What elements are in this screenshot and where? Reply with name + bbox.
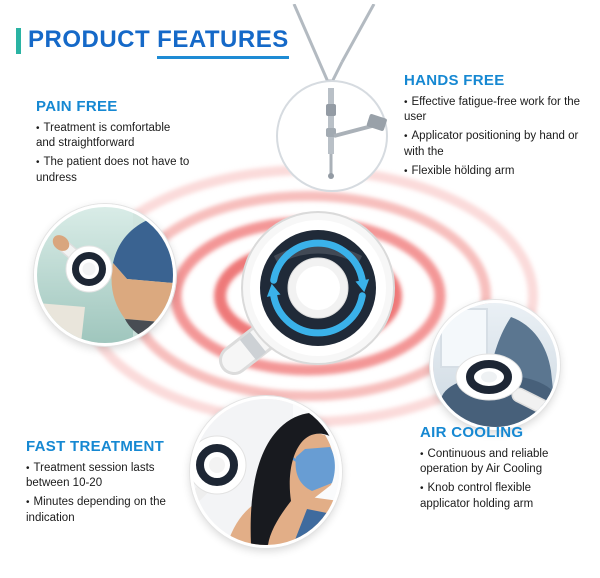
bullet-marker: • [26,497,30,509]
pain-free-heading: PAIN FREE [36,98,118,115]
feature-pain-free: PAIN FREE •Treatment is comfortable and … [36,98,190,190]
air-cooling-bullet-1: •Continuous and reliable operation by Ai… [420,447,576,477]
bullet-marker: • [26,463,30,474]
title-accent-bar [16,28,21,54]
hands-free-bullet-3: •Flexible hölding arm [404,164,584,179]
hands-free-heading: HANDS FREE [404,72,505,89]
photo-shoulder-treatment [190,396,342,548]
bullet-marker: • [404,97,408,108]
fast-treatment-heading: FAST TREATMENT [26,438,165,455]
chair-scene [433,303,557,427]
bullet-text: Effective fatigue-free work for the user [404,96,581,124]
bullet-text: The patient does not have to undress [36,156,190,184]
pain-free-bullet-1: •Treatment is comfortable and straightfo… [36,121,190,151]
air-cooling-bullet-2: •Knob control flexible applicator holdin… [420,481,576,511]
bullet-marker: • [420,449,424,460]
bullet-marker: • [404,165,408,177]
ring-applicator-graphic [219,211,395,375]
feature-hands-free: HANDS FREE •Effective fatigue-free work … [404,72,584,183]
title-word-product: PRODUCT [28,26,151,53]
bullet-text: Treatment session lasts between 10-20 [26,462,155,490]
bullet-text: Continuous and reliable operation by Air… [420,448,549,476]
back-treatment-scene [37,207,173,343]
title-word-features: FEATURES [157,26,289,59]
page-title: PRODUCT FEATURES [16,26,289,59]
bullet-text: Knob control flexible applicator holding… [420,482,534,510]
bullet-marker: • [36,123,40,134]
photo-back-treatment [34,204,176,346]
bullet-marker: • [36,157,40,169]
hands-free-bullet-1: •Effective fatigue-free work for the use… [404,95,584,125]
fast-treatment-bullet-1: •Treatment session lasts between 10-20 [26,461,176,491]
feature-air-cooling: AIR COOLING •Continuous and reliable ope… [420,424,576,516]
bullet-text: Flexible hölding arm [411,164,515,177]
bullet-marker: • [404,131,408,143]
air-cooling-heading: AIR COOLING [420,424,524,441]
photo-applicator-on-chair [430,300,560,430]
bullet-text: Applicator positioning by hand or with t… [404,130,579,158]
bullet-marker: • [420,483,424,495]
hands-free-bullet-2: •Applicator positioning by hand or with … [404,129,584,159]
feature-fast-treatment: FAST TREATMENT •Treatment session lasts … [26,438,176,530]
fast-treatment-bullet-2: •Minutes depending on the indication [26,495,176,525]
pain-free-bullet-2: •The patient does not have to undress [36,155,190,185]
holding-arm-graphic [276,4,388,192]
bullet-text: Treatment is comfortable and straightfor… [36,122,171,150]
shoulder-treatment-scene [193,399,339,545]
bullet-text: Minutes depending on the indication [26,496,166,524]
